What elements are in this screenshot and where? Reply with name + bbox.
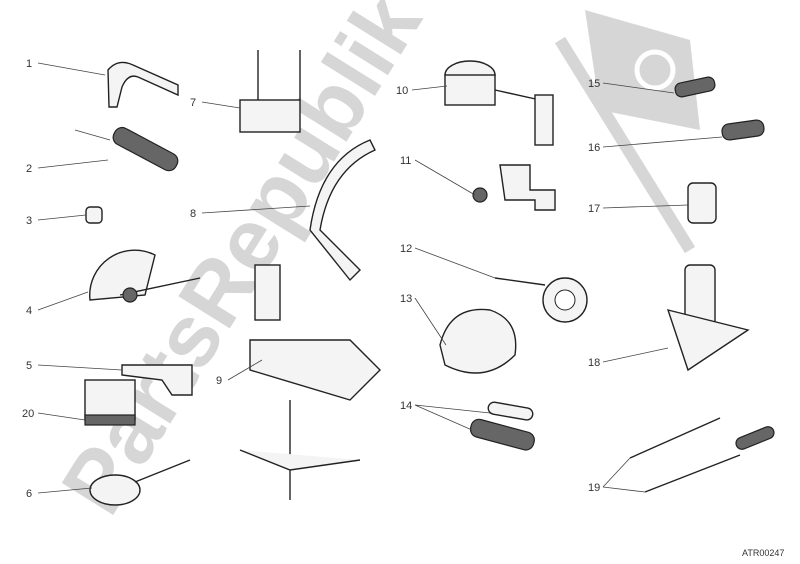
part-1-hook-tool [107,61,179,108]
part-14-drifts [469,401,535,451]
part-16-pin [721,119,765,141]
part-9-engine-stand [239,264,381,500]
callout-13: 13 [400,293,412,305]
callout-7: 7 [190,97,196,109]
part-15-pin [674,76,716,98]
callout-16: 16 [588,142,600,154]
part-20-bracket [84,379,136,426]
part-5-plate-tool [121,364,193,396]
part-7-stud-fixture [239,50,301,133]
callout-18: 18 [588,357,600,369]
callout-10: 10 [396,85,408,97]
part-10-puller [444,60,554,146]
part-17-adapter [687,182,717,224]
part-4-degree-wheel [89,249,201,303]
diagram-code: ATR00247 [742,548,784,558]
callout-15: 15 [588,78,600,90]
part-11-bracket [472,164,556,211]
part-8-arc-bracket [309,139,376,282]
part-12-locking-tool [494,277,588,323]
leader-lines [37,62,723,494]
callout-20: 20 [22,408,34,420]
callout-19: 19 [588,482,600,494]
part-2-pin-tool [74,126,179,172]
callout-6: 6 [26,488,32,500]
callout-4: 4 [26,305,32,317]
callout-11: 11 [400,155,411,167]
part-18-fixture [666,264,750,372]
callout-labels: 1 2 3 4 5 20 6 7 8 9 10 11 12 13 14 15 1… [22,58,600,500]
part-13-cover-bag [439,308,517,374]
callout-3: 3 [26,215,32,227]
callout-2: 2 [26,163,32,175]
callout-8: 8 [190,208,196,220]
part-6-strap-wrench [89,459,191,506]
callout-17: 17 [588,203,600,215]
callout-5: 5 [26,360,32,372]
callout-14: 14 [400,400,412,412]
gear-flag-icon [554,10,700,254]
part-3-bushing [85,206,103,224]
part-19-tools [629,417,775,493]
callout-1: 1 [26,58,32,70]
callout-9: 9 [216,375,222,387]
callout-12: 12 [400,243,412,255]
